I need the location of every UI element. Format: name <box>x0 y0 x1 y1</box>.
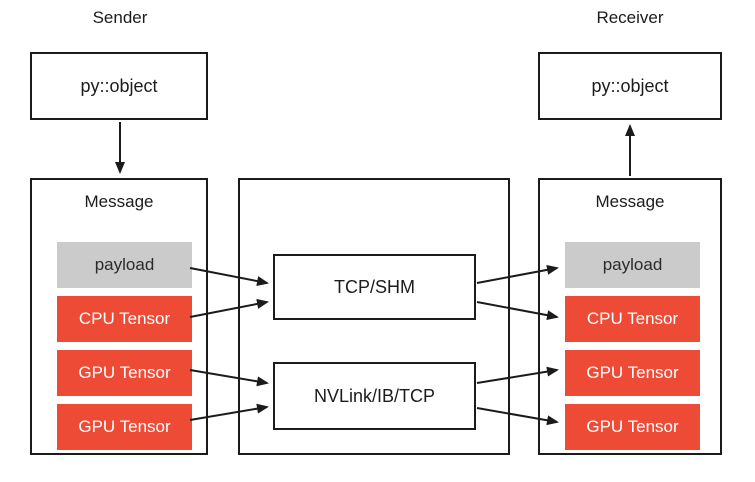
receiver-cpu-tensor-label: CPU Tensor <box>586 309 679 328</box>
receiver-gpu-tensor-item-2: GPU Tensor <box>565 404 700 450</box>
sender-cpu-tensor-label: CPU Tensor <box>78 309 171 328</box>
sender-gpu-tensor-label-2: GPU Tensor <box>78 417 171 436</box>
receiver-gpu-tensor-label-1: GPU Tensor <box>586 363 679 382</box>
receiver-py-object-label: py::object <box>591 75 669 96</box>
receiver-message-box: Message payload CPU Tensor GPU Tensor GP… <box>538 178 722 455</box>
sender-title: Sender <box>92 8 148 27</box>
receiver-payload-label: payload <box>602 255 663 274</box>
sender-py-object-box: py::object <box>30 52 208 120</box>
transport-tcp-shm-box: TCP/SHM <box>273 254 476 320</box>
receiver-gpu-tensor-label-2: GPU Tensor <box>586 417 679 436</box>
sender-payload-label: payload <box>94 255 155 274</box>
transport-tcp-shm-label: TCP/SHM <box>334 276 415 297</box>
sender-gpu-tensor-item-2: GPU Tensor <box>57 404 192 450</box>
receiver-payload-item: payload <box>565 242 700 288</box>
receiver-title: Receiver <box>596 8 664 27</box>
sender-message-title: Message <box>84 192 154 211</box>
sender-py-object-label: py::object <box>80 75 158 96</box>
receiver-message-title: Message <box>595 192 665 211</box>
receiver-py-object-box: py::object <box>538 52 722 120</box>
sender-gpu-tensor-label-1: GPU Tensor <box>78 363 171 382</box>
sender-message-box: Message payload CPU Tensor GPU Tensor GP… <box>30 178 208 455</box>
sender-payload-item: payload <box>57 242 192 288</box>
sender-cpu-tensor-item: CPU Tensor <box>57 296 192 342</box>
transport-nvlink-ib-tcp-label: NVLink/IB/TCP <box>313 385 436 406</box>
transport-nvlink-ib-tcp-box: NVLink/IB/TCP <box>273 362 476 430</box>
receiver-gpu-tensor-item-1: GPU Tensor <box>565 350 700 396</box>
sender-gpu-tensor-item-1: GPU Tensor <box>57 350 192 396</box>
receiver-cpu-tensor-item: CPU Tensor <box>565 296 700 342</box>
